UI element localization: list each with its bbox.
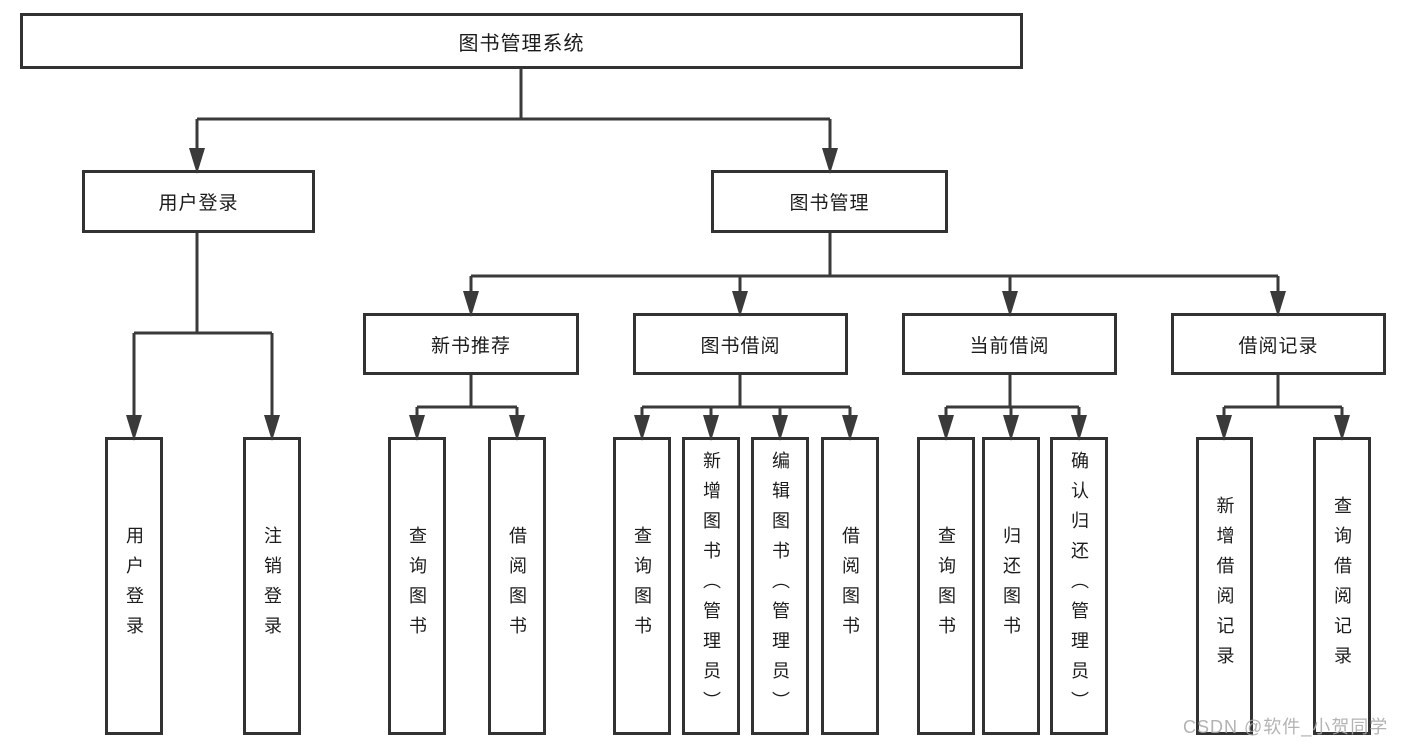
node-new-book-recommend-label: 新书推荐: [430, 335, 511, 357]
node-current-borrowing-label: 当前借阅: [969, 335, 1050, 357]
node-add-book-admin: 新增图书（管理员）: [682, 437, 740, 735]
node-query-books-borrow-label: 查询图书: [632, 526, 652, 646]
node-root: 图书管理系统: [20, 13, 1023, 69]
node-book-management: 图书管理: [711, 170, 948, 233]
node-book-management-label: 图书管理: [789, 193, 870, 214]
node-query-books-recommend: 查询图书: [388, 437, 446, 735]
node-return-book-label: 归还图书: [1001, 526, 1021, 646]
node-add-borrow-record: 新增借阅记录: [1196, 437, 1253, 735]
node-borrowing-records: 借阅记录: [1171, 313, 1386, 375]
node-query-books-current: 查询图书: [917, 437, 975, 735]
node-query-borrow-record-label: 查询借阅记录: [1332, 496, 1352, 676]
node-confirm-return-admin: 确认归还（管理员）: [1050, 437, 1108, 735]
node-borrow-books-recommend: 借阅图书: [488, 437, 546, 735]
node-logout-label: 注销登录: [262, 526, 282, 646]
node-logout: 注销登录: [243, 437, 301, 735]
node-return-book: 归还图书: [982, 437, 1040, 735]
node-borrow-books-label: 借阅图书: [840, 526, 860, 646]
node-query-books-borrow: 查询图书: [613, 437, 671, 735]
node-new-book-recommend: 新书推荐: [363, 313, 579, 375]
watermark: CSDN @软件_小贺同学: [1183, 717, 1389, 737]
node-edit-book-admin: 编辑图书（管理员）: [751, 437, 809, 735]
node-current-borrowing: 当前借阅: [902, 313, 1117, 375]
node-query-books-recommend-label: 查询图书: [407, 526, 427, 646]
node-book-borrowing: 图书借阅: [633, 313, 848, 375]
node-login-label: 用户登录: [124, 526, 144, 646]
node-borrowing-records-label: 借阅记录: [1238, 335, 1319, 357]
node-add-borrow-record-label: 新增借阅记录: [1214, 496, 1235, 676]
node-confirm-return-admin-label: 确认归还（管理员）: [1069, 451, 1089, 721]
node-login: 用户登录: [105, 437, 163, 735]
node-user-login: 用户登录: [82, 170, 315, 233]
node-borrow-books-recommend-label: 借阅图书: [507, 526, 527, 646]
node-add-book-admin-label: 新增图书（管理员）: [701, 451, 721, 721]
node-root-label: 图书管理系统: [458, 32, 585, 55]
node-user-login-label: 用户登录: [158, 193, 239, 214]
node-borrow-books: 借阅图书: [821, 437, 879, 735]
node-edit-book-admin-label: 编辑图书（管理员）: [770, 451, 790, 721]
node-query-borrow-record: 查询借阅记录: [1313, 437, 1371, 735]
node-query-books-current-label: 查询图书: [936, 526, 956, 646]
node-book-borrowing-label: 图书借阅: [700, 335, 781, 357]
